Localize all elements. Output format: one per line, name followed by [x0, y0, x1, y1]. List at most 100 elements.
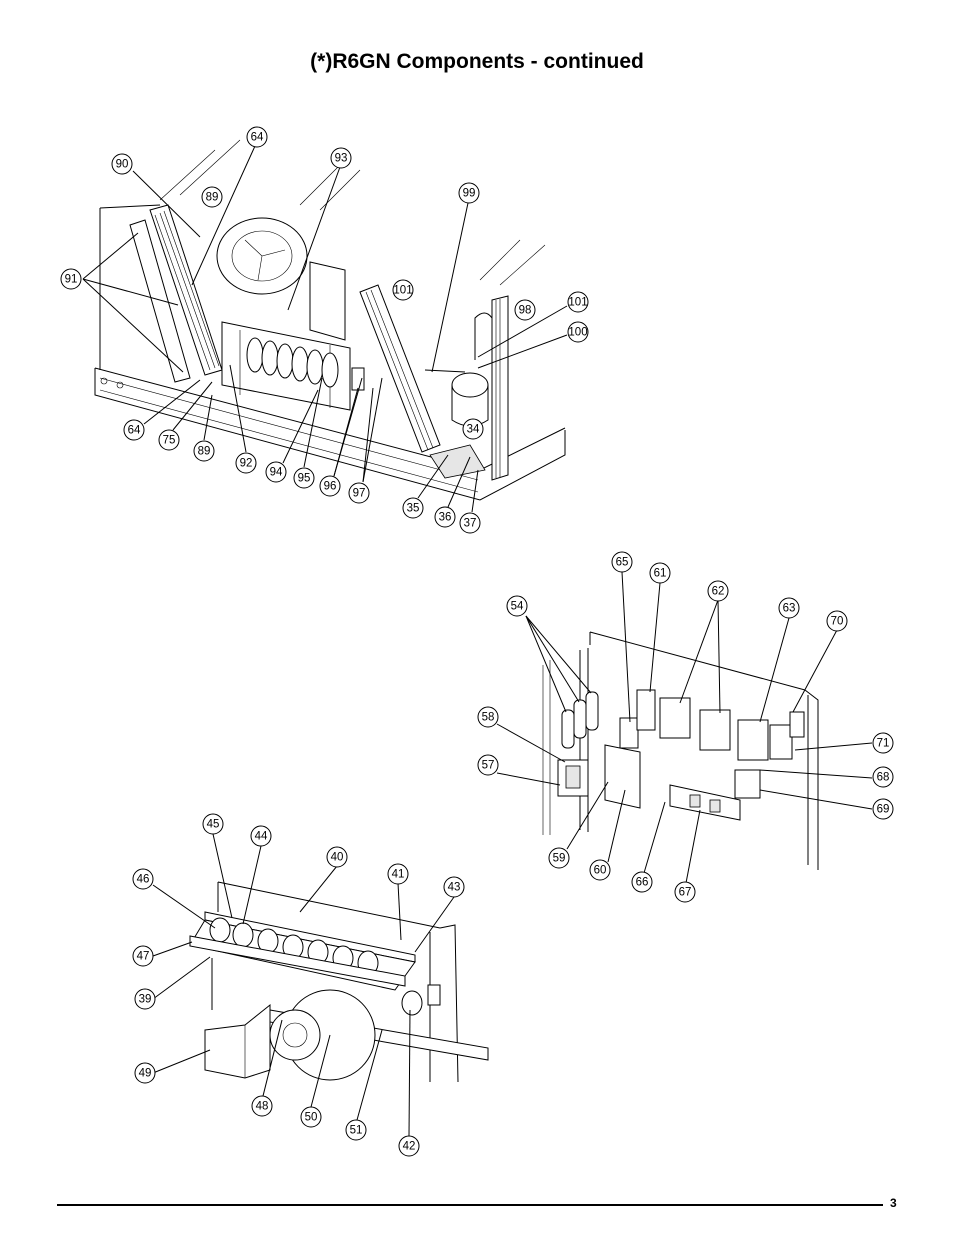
- callout-label: 101: [393, 285, 412, 297]
- callout-circle: [872, 798, 894, 820]
- callout-circle: [398, 1135, 420, 1157]
- callout-99: 99: [458, 182, 480, 204]
- callout-circle: [132, 868, 154, 890]
- callout-93: 93: [330, 147, 352, 169]
- callout-45: 45: [202, 813, 224, 835]
- callout-circle: [514, 299, 536, 321]
- callout-37: 37: [459, 512, 481, 534]
- control-panel-drawing: [542, 631, 819, 870]
- callout-circle: [193, 440, 215, 462]
- callout-95: 95: [293, 467, 315, 489]
- callout-circle: [246, 126, 268, 148]
- callout-68: 68: [872, 766, 894, 788]
- callout-circle: [111, 153, 133, 175]
- contactors: [659, 697, 769, 761]
- callout-circle: [649, 562, 671, 584]
- callout-label: 65: [616, 557, 629, 569]
- callout-label: 51: [350, 1125, 363, 1137]
- callout-59: 59: [548, 847, 570, 869]
- callout-label: 47: [137, 951, 150, 963]
- callout-label: 57: [482, 760, 495, 772]
- callout-57: 57: [477, 754, 499, 776]
- callout-circle: [707, 580, 729, 602]
- callout-circle: [872, 732, 894, 754]
- callout-circle: [326, 846, 348, 868]
- callout-46: 46: [132, 868, 154, 890]
- callout-51: 51: [345, 1119, 367, 1141]
- callout-circle: [60, 268, 82, 290]
- page-number: 3: [890, 1196, 897, 1210]
- callout-label: 49: [139, 1068, 152, 1080]
- callout-circle: [826, 610, 848, 632]
- callout-circle: [251, 1095, 273, 1117]
- callout-circle: [477, 706, 499, 728]
- callout-label: 48: [256, 1101, 269, 1113]
- footer-rule: [57, 1204, 883, 1206]
- callout-101: 101: [392, 279, 414, 301]
- callout-35: 35: [402, 497, 424, 519]
- callout-circle: [134, 1062, 156, 1084]
- callout-94: 94: [265, 461, 287, 483]
- callout-circle: [443, 876, 465, 898]
- callout-label: 42: [403, 1141, 416, 1153]
- callout-69: 69: [872, 798, 894, 820]
- callout-circle: [567, 321, 589, 343]
- callout-circle: [202, 813, 224, 835]
- callout-label: 67: [679, 887, 692, 899]
- callout-34: 34: [462, 418, 484, 440]
- callout-label: 54: [511, 601, 524, 613]
- callout-circle: [134, 988, 156, 1010]
- callout-circle: [548, 847, 570, 869]
- callout-label: 98: [519, 305, 532, 317]
- callout-label: 61: [654, 568, 667, 580]
- top-assembly-drawing: [94, 139, 566, 501]
- callout-circle: [300, 1106, 322, 1128]
- callout-label: 34: [467, 424, 480, 436]
- callout-64: 64: [123, 419, 145, 441]
- callout-97: 97: [348, 482, 370, 504]
- callout-circle: [123, 419, 145, 441]
- callout-circle: [674, 881, 696, 903]
- callout-label: 101: [568, 297, 587, 309]
- callout-circle: [345, 1119, 367, 1141]
- callout-92: 92: [235, 452, 257, 474]
- callout-89: 89: [201, 186, 223, 208]
- callout-circle: [265, 461, 287, 483]
- callout-91: 91: [60, 268, 82, 290]
- callout-label: 96: [324, 481, 337, 493]
- callout-label: 90: [116, 159, 129, 171]
- callout-label: 93: [335, 153, 348, 165]
- control-panel-leaders: [496, 571, 873, 884]
- callout-circle: [319, 475, 341, 497]
- callout-circle: [778, 597, 800, 619]
- callout-circle: [589, 859, 611, 881]
- callout-label: 91: [65, 274, 78, 286]
- callout-label: 60: [594, 865, 607, 877]
- callout-48: 48: [251, 1095, 273, 1117]
- callout-71: 71: [872, 732, 894, 754]
- callout-66: 66: [631, 871, 653, 893]
- callout-40: 40: [326, 846, 348, 868]
- callout-60: 60: [589, 859, 611, 881]
- callout-63: 63: [778, 597, 800, 619]
- callout-label: 97: [353, 488, 366, 500]
- callout-label: 69: [877, 804, 890, 816]
- callout-circle: [201, 186, 223, 208]
- callout-circle: [506, 595, 528, 617]
- callout-label: 40: [331, 852, 344, 864]
- callout-label: 43: [448, 882, 461, 894]
- callout-circle: [387, 863, 409, 885]
- callout-44: 44: [250, 825, 272, 847]
- callout-label: 94: [270, 467, 283, 479]
- callout-circle: [459, 512, 481, 534]
- callout-circle: [462, 418, 484, 440]
- callout-39: 39: [134, 988, 156, 1010]
- callout-label: 50: [305, 1112, 318, 1124]
- callout-47: 47: [132, 945, 154, 967]
- callout-90: 90: [111, 153, 133, 175]
- callout-circle: [348, 482, 370, 504]
- callout-49: 49: [134, 1062, 156, 1084]
